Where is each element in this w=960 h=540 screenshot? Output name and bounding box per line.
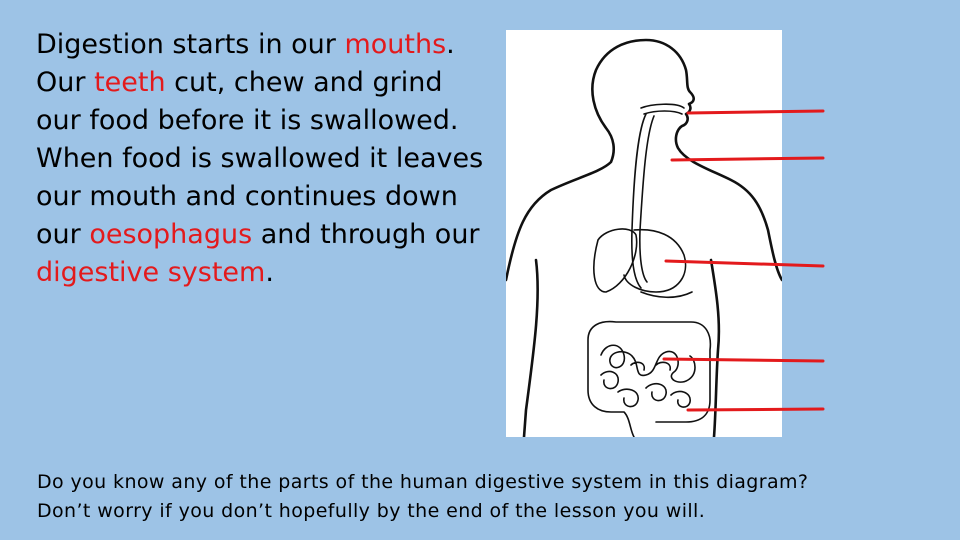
- intro-text-part: Digestion starts in our: [36, 29, 345, 60]
- oesophagus-tube: [631, 113, 655, 289]
- torso-left-side: [522, 258, 539, 437]
- footer-question: Do you know any of the parts of the huma…: [37, 471, 809, 493]
- intro-paragraph-1: Digestion starts in our mouths. Our teet…: [36, 26, 486, 140]
- keyword-digestive-system: digestive system: [36, 257, 266, 288]
- intro-text-part: .: [265, 257, 274, 288]
- body-outline-illustration: [506, 38, 782, 437]
- intro-text-part: cut, chew and grind our food before it i…: [36, 67, 459, 136]
- body-outline: [506, 38, 782, 282]
- intro-text-part: and through our: [252, 219, 480, 250]
- torso-right-side: [709, 258, 721, 437]
- intro-text-part: . Our: [36, 29, 455, 98]
- intro-text-part: When food is swallowed it leaves our mou…: [36, 143, 484, 250]
- liver-shape: [593, 228, 638, 293]
- small-intestine-coils: [600, 344, 696, 408]
- oesophagus-shape: [640, 103, 685, 115]
- keyword-teeth: teeth: [94, 67, 166, 98]
- keyword-oesophagus: oesophagus: [89, 219, 253, 250]
- pancreas-shape: [640, 291, 693, 299]
- footer-reassurance: Don’t worry if you don’t hopefully by th…: [37, 500, 706, 522]
- intro-text: Digestion starts in our mouths. Our teet…: [36, 26, 486, 292]
- large-intestine-shape: [587, 320, 712, 437]
- footer-text: Do you know any of the parts of the huma…: [37, 468, 937, 526]
- stomach-shape: [623, 228, 687, 293]
- intro-paragraph-2: When food is swallowed it leaves our mou…: [36, 140, 486, 292]
- keyword-mouths: mouths: [344, 29, 447, 60]
- digestive-system-diagram: [506, 30, 782, 437]
